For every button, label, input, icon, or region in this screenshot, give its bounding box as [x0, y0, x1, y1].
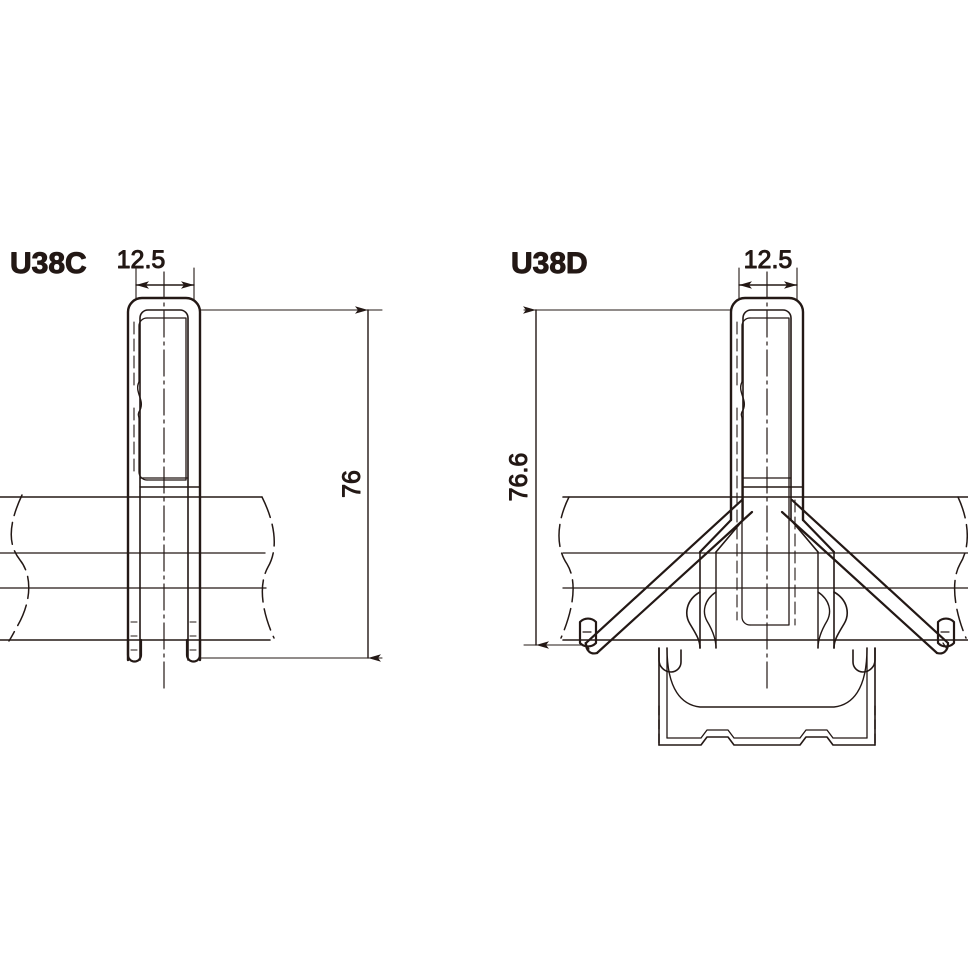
u38c-width-value: 12.5 — [117, 246, 166, 274]
u38d-beam — [558, 496, 968, 641]
u38c-leg-tips — [126, 621, 202, 663]
u38d-column — [686, 296, 848, 649]
u38c-inner-plate — [133, 317, 201, 488]
u38d-part-label: U38D — [511, 247, 588, 280]
u38d-height-value: 76.6 — [505, 453, 533, 502]
u38c-part-label: U38C — [10, 247, 87, 280]
u38c-dim-height — [199, 306, 383, 662]
u38c-beam — [0, 494, 275, 642]
u38c-clip-body — [126, 296, 202, 662]
view-u38c: 12.5 76 U38C — [0, 246, 383, 691]
u38d-dim-height — [523, 306, 732, 649]
u38d-dim-width — [738, 267, 798, 301]
u38d-strut-channel — [658, 647, 876, 749]
u38d-width-value: 12.5 — [744, 246, 793, 274]
u38d-spring-legs — [578, 498, 956, 655]
u38c-dim-width — [135, 267, 195, 301]
u38c-height-value: 76 — [338, 470, 366, 498]
view-u38d: 12.5 76.6 U38D — [505, 246, 968, 749]
